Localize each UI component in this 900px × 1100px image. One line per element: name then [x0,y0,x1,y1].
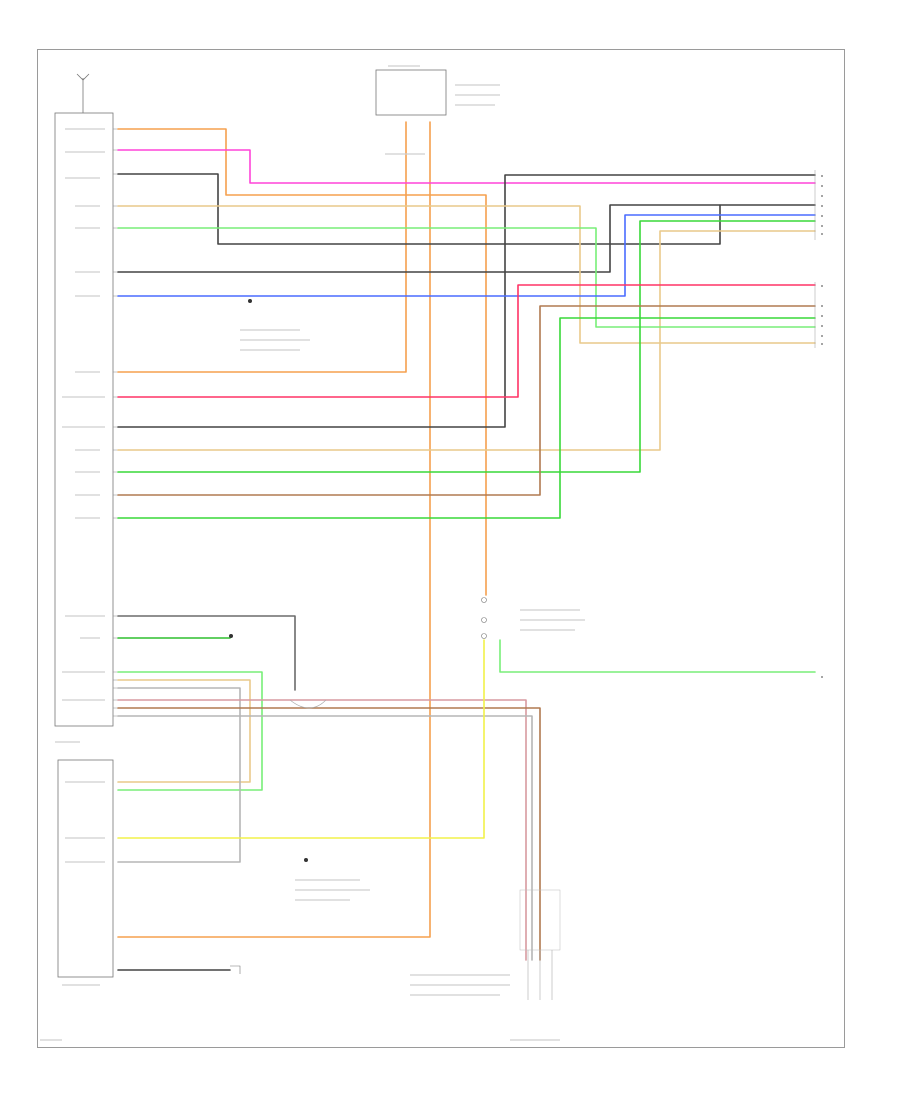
wire-green-low [117,317,816,519]
wire-brown-bus [117,707,541,961]
controller-box [57,759,114,978]
wire-blue [117,214,816,297]
diagram-frame [37,49,845,1048]
radio-box [54,112,114,727]
wire-dark-mid [117,204,816,273]
wire-orange-fuse [117,121,407,373]
wire-tan-mid [117,230,816,451]
right-terminals [821,175,823,678]
radio-pin-stubs [113,128,118,717]
wire-tan-top [117,205,816,344]
wire-orange-controller [117,121,431,938]
wire-brown [117,305,816,496]
wire-green-bus-1 [117,671,263,791]
wire-gray-bus [117,687,241,863]
lower-connector-stack [519,889,561,1000]
wire-red [117,284,816,398]
wire-dark-lower [117,174,816,428]
wire-green-mid [117,220,816,473]
ground-symbols [229,299,327,974]
wire-green-top [117,227,816,328]
antenna-icon [76,73,90,81]
wire-green-sensor [499,639,816,673]
wire-harness [117,121,816,971]
wire-orange-power [117,128,487,596]
wire-gray-shield [117,615,296,691]
wire-tan-bus [117,679,251,783]
fuse-block-box [375,69,447,116]
wire-yellow [117,639,485,839]
center-connector [481,597,487,639]
faint-label-marks [40,65,585,1041]
wire-gray-bus-2 [117,715,533,961]
wire-dark-top [117,173,721,245]
wire-rose-bus [117,699,527,961]
wire-pink [117,149,816,184]
